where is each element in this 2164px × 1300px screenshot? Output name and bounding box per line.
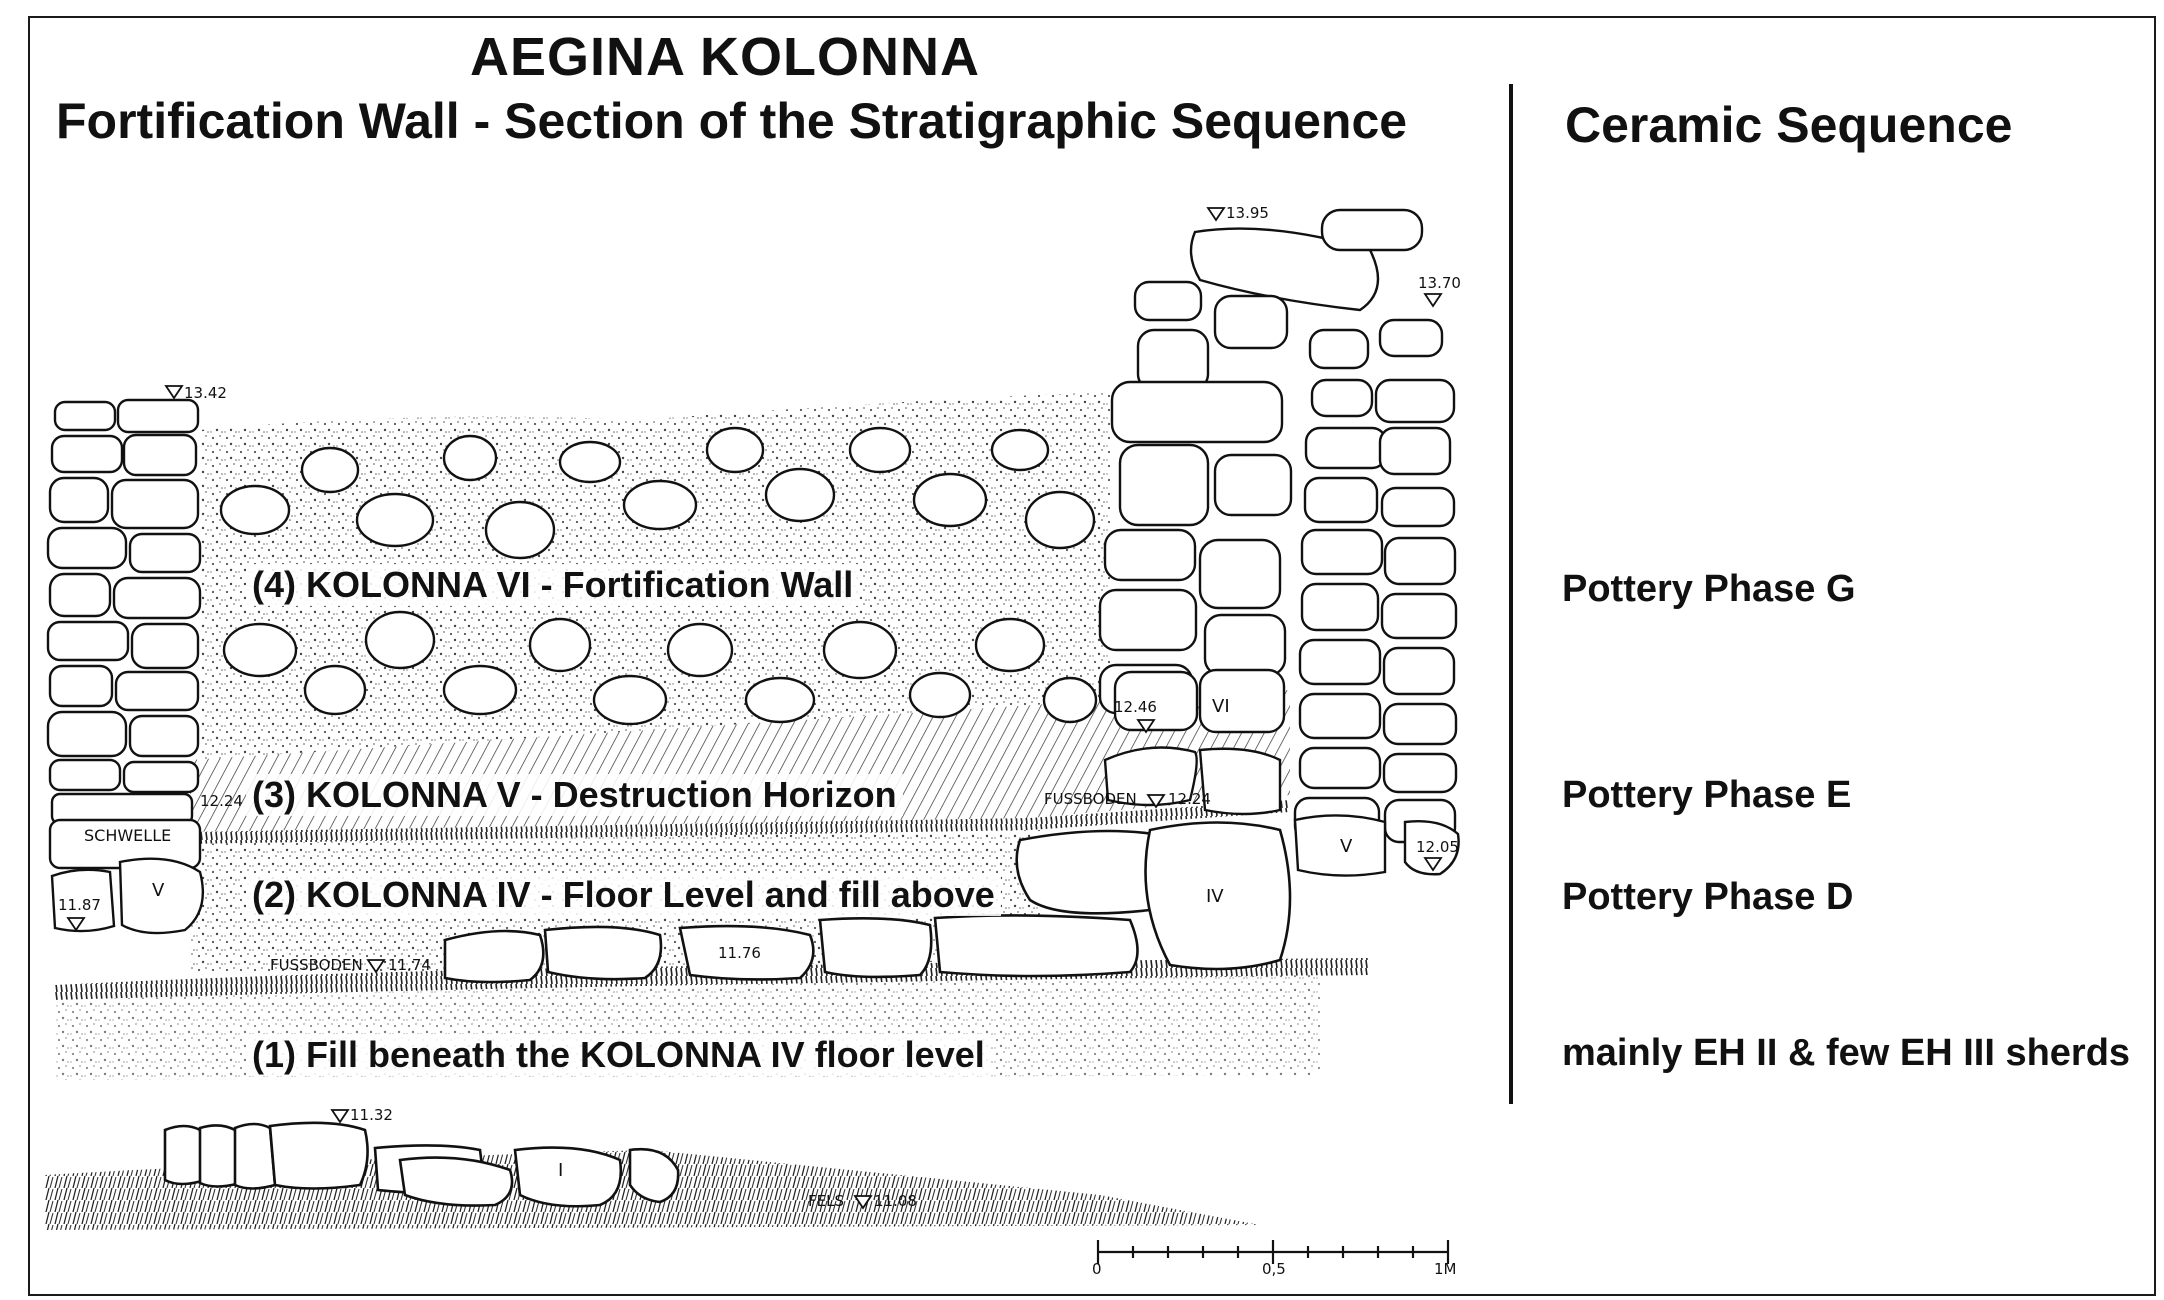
core-stones bbox=[219, 426, 1098, 726]
elevation-13-70: 13.70 bbox=[1418, 274, 1461, 292]
layer-1-label: (1) Fill beneath the KOLONNA IV floor le… bbox=[246, 1034, 991, 1076]
stone-mark-v-left: V bbox=[152, 880, 165, 901]
elevation-11-76: 11.76 bbox=[718, 944, 761, 962]
page-title: AEGINA KOLONNA bbox=[470, 27, 980, 87]
elevation-11-74: 11.74 bbox=[388, 956, 431, 974]
layer-4-label: (4) KOLONNA VI - Fortification Wall bbox=[246, 564, 860, 606]
elevation-13-95: 13.95 bbox=[1226, 204, 1269, 222]
stone-mark-iv: IV bbox=[1206, 886, 1224, 907]
ceramic-sequence-title: Ceramic Sequence bbox=[1565, 97, 2013, 153]
elevation-markers bbox=[66, 207, 1443, 1210]
elevation-12-24: 12.24 bbox=[1168, 790, 1211, 808]
stone-mark-vi: VI bbox=[1212, 696, 1230, 717]
right-wall-stones bbox=[1098, 208, 1460, 877]
pottery-phase-d: Pottery Phase D bbox=[1562, 876, 1854, 918]
pottery-phase-eh: mainly EH II & few EH III sherds bbox=[1562, 1032, 2131, 1074]
elevation-12-05: 12.05 bbox=[1416, 838, 1459, 856]
column-divider bbox=[1509, 84, 1513, 1104]
elevation-11-08: 11.08 bbox=[874, 1192, 917, 1210]
layer-2-label: (2) KOLONNA IV - Floor Level and fill ab… bbox=[246, 874, 1001, 916]
pottery-phase-e: Pottery Phase E bbox=[1562, 774, 1852, 816]
scale-label-1m: 1M bbox=[1434, 1260, 1457, 1278]
scale-bar bbox=[1096, 1240, 1450, 1264]
elevation-12-24-left: 12.24 bbox=[200, 792, 243, 810]
left-wall-stones bbox=[46, 398, 204, 935]
stone-mark-v-right: V bbox=[1340, 836, 1353, 857]
layer-2-stones bbox=[443, 821, 1292, 984]
schwelle-label: SCHWELLE bbox=[84, 826, 172, 845]
elevation-12-46: 12.46 bbox=[1114, 698, 1157, 716]
stone-mark-i: I bbox=[558, 1160, 564, 1181]
foundation-stones bbox=[163, 1121, 680, 1208]
page-subtitle: Fortification Wall - Section of the Stra… bbox=[56, 93, 1408, 149]
scale-label-half: 0,5 bbox=[1262, 1260, 1286, 1278]
elevation-11-32: 11.32 bbox=[350, 1106, 393, 1124]
layer-3-label: (3) KOLONNA V - Destruction Horizon bbox=[246, 774, 903, 816]
upper-floor-band bbox=[190, 800, 1290, 844]
fels-label: FELS bbox=[808, 1192, 844, 1210]
pottery-phase-g: Pottery Phase G bbox=[1562, 568, 1856, 610]
figure-border bbox=[28, 16, 2156, 1296]
scale-label-0: 0 bbox=[1092, 1260, 1102, 1278]
elevation-11-87: 11.87 bbox=[58, 896, 101, 914]
fussboden-lower-label: FUSSBODEN bbox=[270, 956, 363, 974]
elevation-13-42: 13.42 bbox=[184, 384, 227, 402]
fussboden-upper-label: FUSSBODEN bbox=[1044, 790, 1137, 808]
